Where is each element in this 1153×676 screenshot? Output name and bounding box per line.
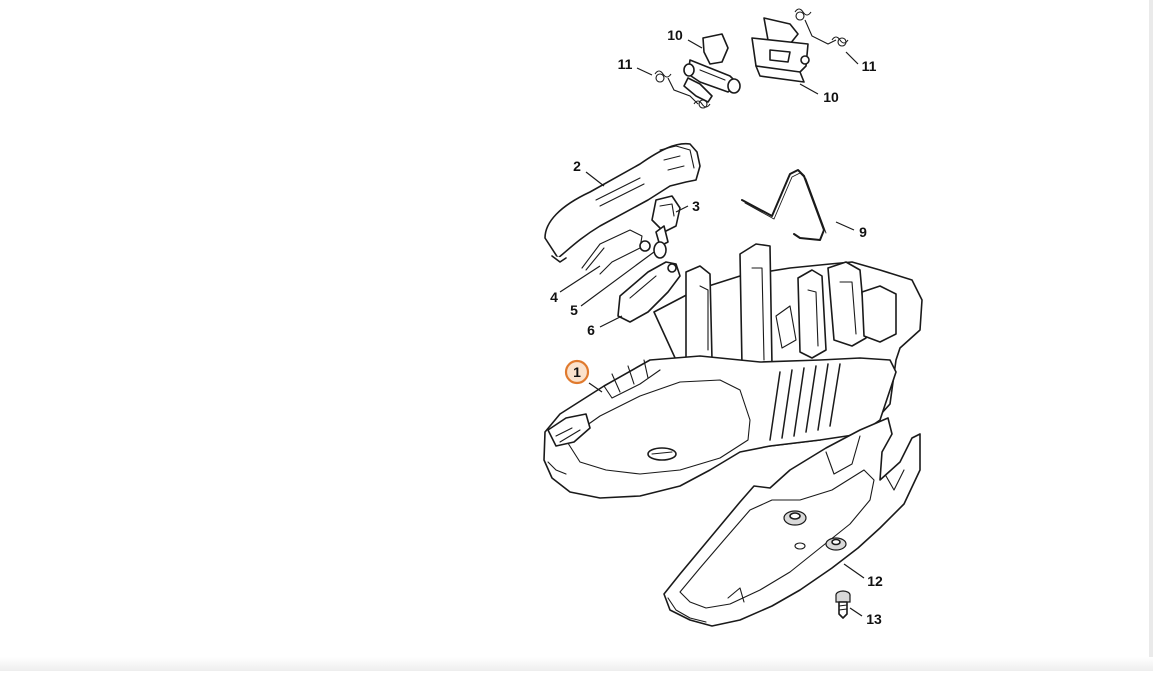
part-1-main-housing bbox=[543, 243, 923, 499]
highlight-circle bbox=[564, 359, 590, 385]
callout-11-left[interactable]: 11 bbox=[618, 56, 633, 72]
callout-10-right[interactable]: 10 bbox=[823, 89, 839, 105]
callout-1-highlight[interactable]: 1 bbox=[564, 359, 590, 385]
part-9-wire-bracket bbox=[741, 169, 827, 241]
leader-lines bbox=[559, 39, 865, 617]
callout-1: 1 bbox=[573, 364, 581, 380]
callout-13[interactable]: 13 bbox=[866, 611, 882, 627]
part-5-ring bbox=[653, 241, 667, 259]
callout-4[interactable]: 4 bbox=[550, 289, 558, 305]
callout-10-left[interactable]: 10 bbox=[667, 27, 683, 43]
callout-5[interactable]: 5 bbox=[570, 302, 578, 318]
bottom-edge-shade bbox=[0, 657, 1153, 671]
part-11-left-spring bbox=[654, 70, 711, 109]
part-3-switch bbox=[651, 195, 681, 247]
callout-9[interactable]: 9 bbox=[859, 224, 867, 240]
part-6-lock-lever bbox=[617, 261, 681, 323]
part-4-link-rod bbox=[581, 229, 651, 275]
part-12-bottom-cover bbox=[663, 417, 921, 627]
callout-3[interactable]: 3 bbox=[692, 198, 700, 214]
callout-12[interactable]: 12 bbox=[867, 573, 883, 589]
callout-11-right[interactable]: 11 bbox=[862, 58, 877, 74]
part-2-handle-cover bbox=[544, 142, 701, 263]
callout-6[interactable]: 6 bbox=[587, 322, 595, 338]
callout-labels: 1 2 3 4 5 6 9 10 10 11 11 12 13 bbox=[550, 27, 883, 627]
callout-2[interactable]: 2 bbox=[573, 158, 581, 174]
right-edge-shade bbox=[1149, 0, 1153, 671]
part-13-screw bbox=[835, 590, 851, 619]
part-10-right-trigger bbox=[751, 17, 810, 83]
part-10-left-lever bbox=[683, 33, 741, 103]
part-11-right-spring bbox=[794, 8, 849, 47]
